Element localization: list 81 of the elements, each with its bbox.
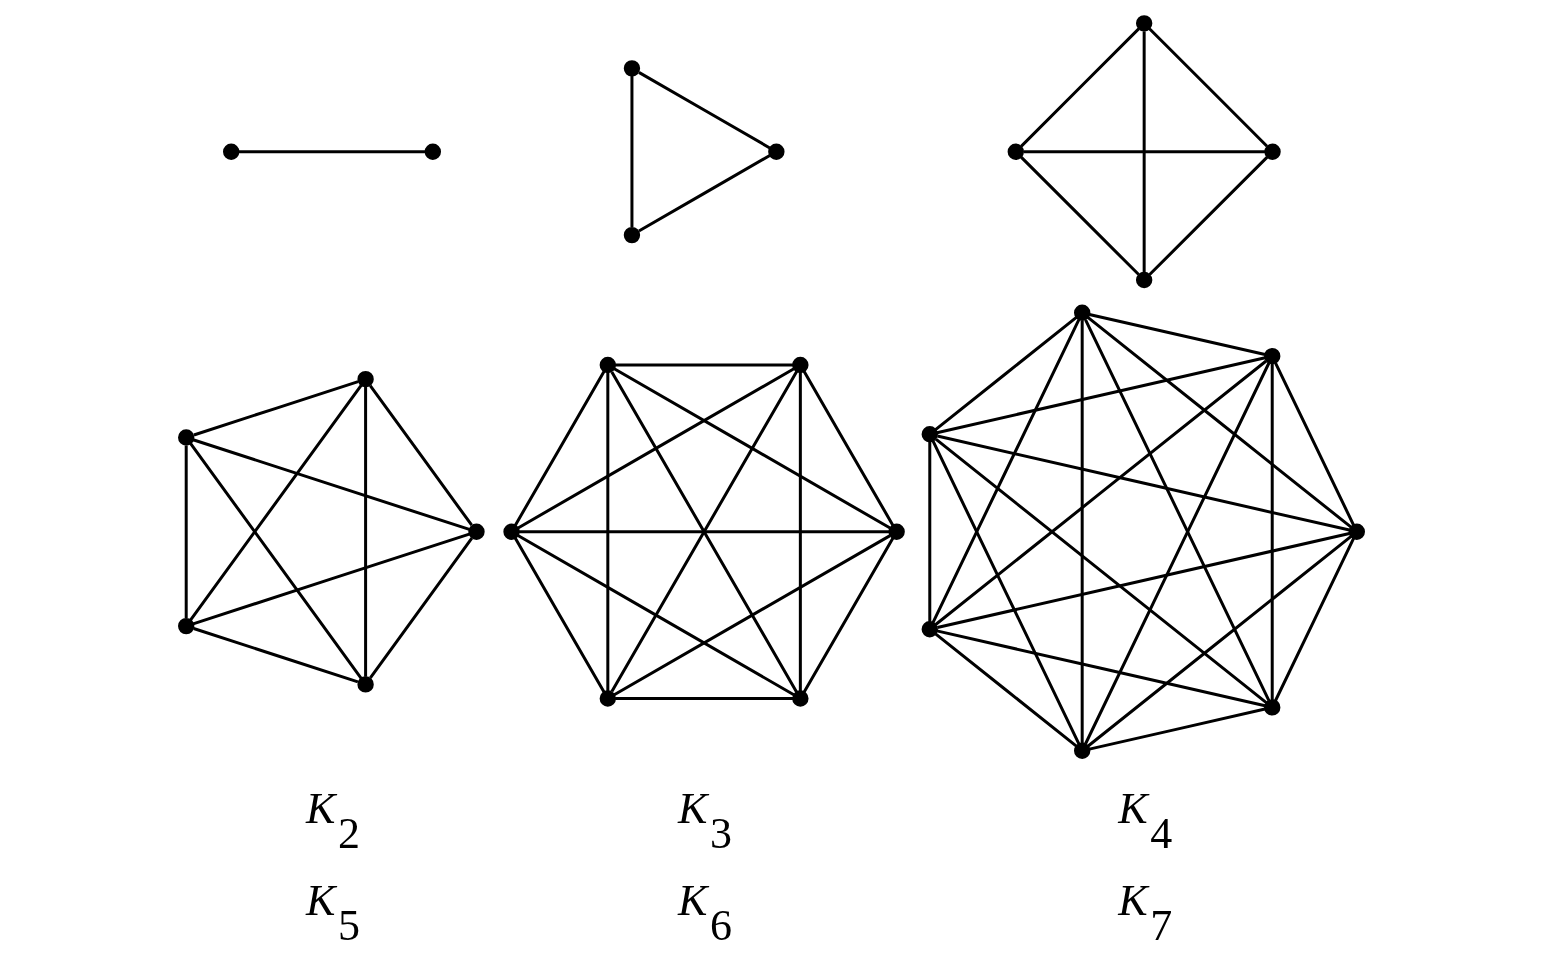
connector: [1148, 156, 1268, 276]
node-circle: [467, 523, 485, 540]
connector: [927, 441, 931, 622]
connector: [238, 150, 425, 154]
connector: [1019, 156, 1140, 276]
node-circle: [356, 676, 374, 693]
connector: [802, 537, 894, 693]
connector: [1088, 312, 1265, 356]
node-circle: [921, 621, 938, 638]
connector: [1083, 319, 1270, 702]
connector: [1080, 320, 1084, 743]
connector: [516, 534, 795, 697]
node-circle: [1263, 699, 1280, 716]
node-circle: [1348, 523, 1365, 540]
connector: [934, 316, 1077, 431]
connector: [1142, 31, 1146, 273]
connector: [184, 445, 188, 619]
connector: [1023, 150, 1265, 154]
connector: [188, 384, 362, 622]
connector: [518, 530, 889, 534]
node-circle: [791, 356, 809, 374]
node-circle: [767, 143, 785, 160]
connector: [192, 532, 470, 626]
connector: [1086, 316, 1352, 529]
connector: [1019, 27, 1140, 148]
connector: [368, 537, 473, 679]
connector: [1273, 537, 1355, 702]
node-circle: [1007, 143, 1024, 160]
connector: [931, 318, 1080, 624]
connector: [1083, 362, 1270, 745]
node-circle: [599, 356, 616, 374]
node-circle: [599, 690, 616, 707]
connector: [934, 359, 1267, 626]
connector: [192, 438, 470, 531]
connector: [637, 71, 771, 150]
connector: [614, 363, 793, 367]
connector: [614, 697, 793, 701]
connector: [513, 370, 605, 527]
node-circle: [623, 60, 640, 77]
connector: [802, 370, 894, 527]
connector: [934, 632, 1077, 748]
node-circle: [222, 143, 239, 160]
connector: [613, 534, 891, 697]
node-circle: [887, 523, 905, 540]
node-circle: [424, 143, 441, 160]
connector: [637, 154, 771, 233]
connector: [936, 629, 1265, 708]
node-circle: [177, 429, 194, 446]
node-circle: [177, 617, 194, 635]
node-circle: [1263, 347, 1280, 365]
node-circle: [502, 523, 520, 540]
node-circle: [623, 226, 640, 244]
node-circle: [1135, 271, 1152, 289]
connector: [188, 442, 362, 680]
node-circle: [1073, 304, 1090, 321]
connector: [613, 367, 891, 530]
connector: [931, 440, 1080, 745]
connector: [936, 356, 1265, 435]
connector: [516, 367, 795, 530]
connector: [513, 537, 605, 693]
connector: [192, 627, 358, 684]
connector: [936, 532, 1350, 629]
connector: [368, 384, 473, 527]
connector: [934, 438, 1267, 704]
connector: [1147, 27, 1268, 148]
connector: [1270, 363, 1274, 701]
connector: [936, 434, 1350, 532]
node-circle: [1073, 742, 1090, 759]
node-circle: [356, 370, 374, 388]
node-circle: [791, 690, 809, 707]
connector: [605, 372, 609, 692]
connector: [629, 75, 633, 228]
connector: [1088, 707, 1265, 751]
node-circle: [1135, 15, 1152, 32]
connector: [1086, 535, 1352, 748]
connector: [798, 372, 802, 691]
connector: [363, 386, 367, 677]
node-circle: [1263, 143, 1281, 160]
connector: [192, 380, 359, 437]
connector: [1273, 362, 1355, 526]
node-circle: [921, 426, 938, 443]
